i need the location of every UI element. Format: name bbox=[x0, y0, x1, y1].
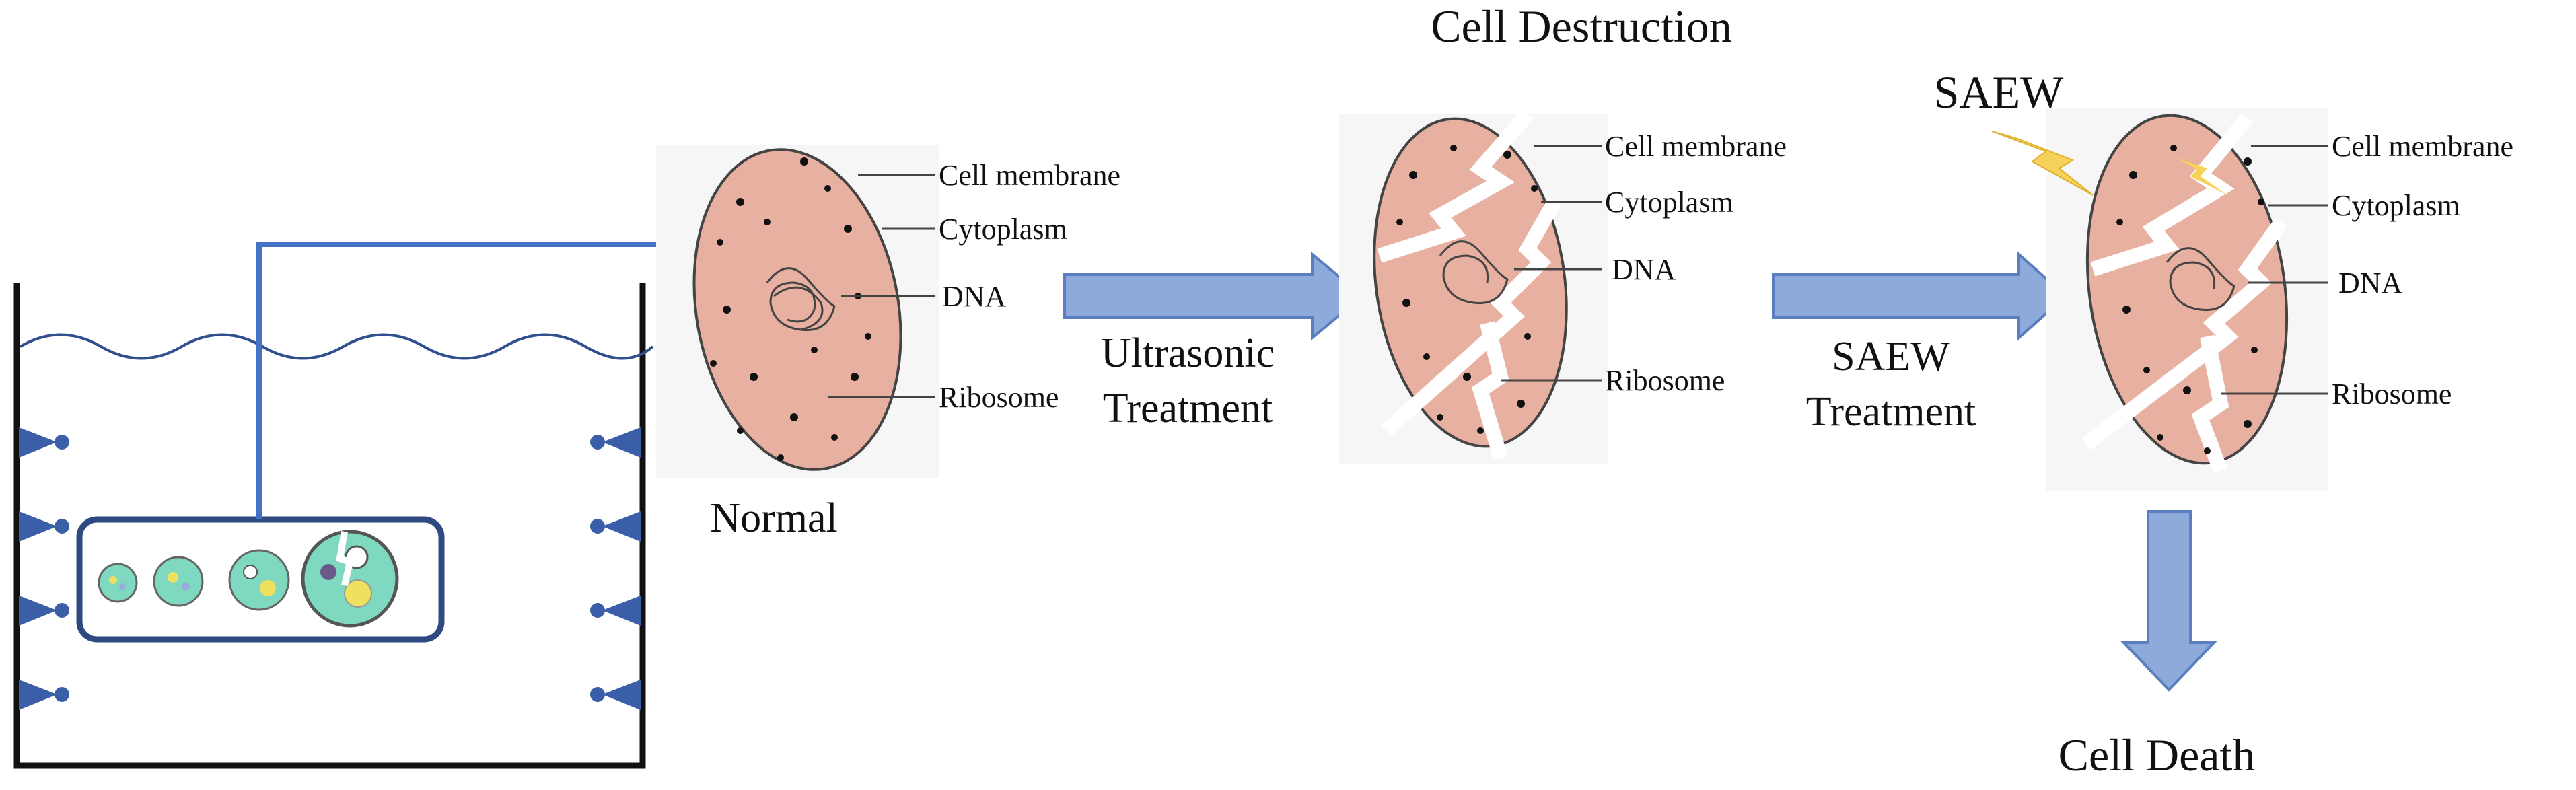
label-dna: DNA bbox=[1612, 253, 1676, 286]
label-cell-membrane: Cell membrane bbox=[1605, 130, 1787, 163]
label-cell-death: Cell Death bbox=[2059, 729, 2256, 781]
label-dna: DNA bbox=[2338, 266, 2403, 299]
label-cell-membrane: Cell membrane bbox=[939, 159, 1120, 192]
water-surface bbox=[19, 333, 654, 360]
dna-icon bbox=[2166, 247, 2235, 312]
label-ribosome: Ribosome bbox=[939, 381, 1059, 414]
label-ribosome: Ribosome bbox=[1605, 364, 1725, 397]
label-ultrasonic-treatment: Treatment bbox=[1103, 386, 1273, 431]
label-ribosome: Ribosome bbox=[2332, 378, 2452, 410]
dead-cell: SAEW Cell membrane Cytoplasm DNA Ribosom… bbox=[1934, 67, 2513, 491]
label-cytoplasm: Cytoplasm bbox=[2332, 189, 2460, 222]
arrow-saew bbox=[1772, 251, 2069, 341]
transducer-icon bbox=[590, 427, 641, 710]
ribosome-dots bbox=[1396, 145, 1538, 434]
label-dna: DNA bbox=[942, 280, 1007, 313]
label-cell-membrane: Cell membrane bbox=[2332, 130, 2513, 163]
ribosome-dots bbox=[710, 157, 871, 461]
label-saew-treatment-1: SAEW bbox=[1832, 334, 1950, 380]
label-cytoplasm: Cytoplasm bbox=[1605, 186, 1733, 219]
transducer-icon bbox=[19, 427, 69, 710]
label-saew-treatment-2: Treatment bbox=[1806, 389, 1976, 435]
bacteria-cell-icon bbox=[98, 530, 399, 628]
label-ultrasonic: Ultrasonic bbox=[1101, 330, 1275, 376]
label-cytoplasm: Cytoplasm bbox=[939, 213, 1067, 246]
label-normal: Normal bbox=[710, 495, 837, 541]
lightning-icon bbox=[1991, 131, 2094, 196]
arrow-ultrasonic bbox=[1063, 251, 1365, 341]
connector-line bbox=[256, 242, 680, 519]
label-cell-destruction: Cell Destruction bbox=[1431, 1, 1732, 52]
label-saew: SAEW bbox=[1934, 67, 2064, 118]
arrow-cell-death bbox=[2120, 510, 2217, 692]
ribosome-dots bbox=[2116, 145, 2264, 454]
damaged-cell: Cell Destruction Cell membrane Cytoplasm… bbox=[1339, 1, 1787, 464]
normal-cell: Cell membrane Cytoplasm DNA Ribosome Nor… bbox=[656, 145, 1120, 541]
dna-icon bbox=[766, 267, 836, 332]
dna-icon bbox=[1439, 240, 1509, 305]
ultrasonic-tank bbox=[13, 283, 654, 769]
